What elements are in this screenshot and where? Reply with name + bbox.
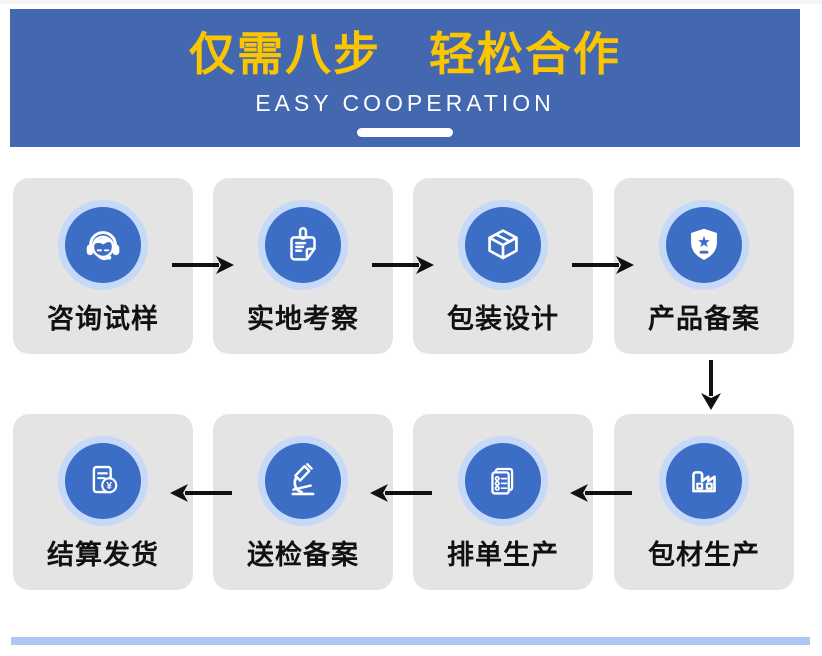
invoice-yen-icon: ¥ — [92, 465, 118, 494]
icon-halo — [258, 436, 348, 526]
step-card-consult-sample: 咨询试样 — [13, 178, 193, 354]
page-subtitle: EASY COOPERATION — [255, 90, 555, 116]
bottom-accent-bar — [11, 637, 810, 645]
step-label: 实地考察 — [247, 304, 359, 334]
arrow-down — [701, 360, 721, 410]
icon-circle — [265, 207, 341, 283]
customer-service-icon — [86, 231, 120, 261]
arrow-right-2 — [372, 256, 434, 274]
arrow-left-1 — [170, 484, 232, 502]
package-box-icon — [488, 229, 518, 260]
step-label: 送检备案 — [247, 540, 359, 570]
factory-icon — [692, 471, 716, 493]
shield-star-icon — [691, 228, 717, 260]
page-title: 仅需八步 轻松合作 — [189, 28, 621, 80]
title-underline — [357, 128, 453, 137]
arrow-left-2 — [370, 484, 432, 502]
arrow-right-1 — [172, 256, 234, 274]
icon-halo — [659, 200, 749, 290]
step-card-product-filing: 产品备案 — [614, 178, 794, 354]
microscope-icon — [291, 463, 315, 496]
icon-halo: ¥ — [58, 436, 148, 526]
yen-symbol: ¥ — [106, 481, 112, 492]
order-list-icon — [491, 467, 514, 495]
icon-halo — [458, 436, 548, 526]
icon-halo — [258, 200, 348, 290]
step-card-settle-ship: ¥ 结算发货 — [13, 414, 193, 590]
step-card-site-visit: 实地考察 — [213, 178, 393, 354]
icon-circle — [666, 207, 742, 283]
step-label: 产品备案 — [648, 304, 760, 334]
icon-halo — [458, 200, 548, 290]
icon-circle — [65, 207, 141, 283]
step-card-package-design: 包装设计 — [413, 178, 593, 354]
step-label: 结算发货 — [47, 540, 159, 570]
icon-circle — [265, 443, 341, 519]
icon-circle — [666, 443, 742, 519]
step-label: 咨询试样 — [47, 304, 159, 334]
step-card-inspection-filing: 送检备案 — [213, 414, 393, 590]
arrow-right-3 — [572, 256, 634, 274]
arrow-left-3 — [570, 484, 632, 502]
step-card-production-scheduling: 排单生产 — [413, 414, 593, 590]
icon-circle — [465, 207, 541, 283]
survey-note-icon — [290, 226, 316, 261]
icon-circle — [465, 443, 541, 519]
icon-halo — [659, 436, 749, 526]
step-card-material-production: 包材生产 — [614, 414, 794, 590]
step-label: 排单生产 — [447, 540, 559, 570]
icon-halo — [58, 200, 148, 290]
header-banner: 仅需八步 轻松合作 EASY COOPERATION — [10, 9, 800, 147]
step-label: 包材生产 — [648, 540, 760, 570]
top-divider — [0, 0, 822, 6]
step-label: 包装设计 — [447, 304, 559, 334]
icon-circle: ¥ — [65, 443, 141, 519]
